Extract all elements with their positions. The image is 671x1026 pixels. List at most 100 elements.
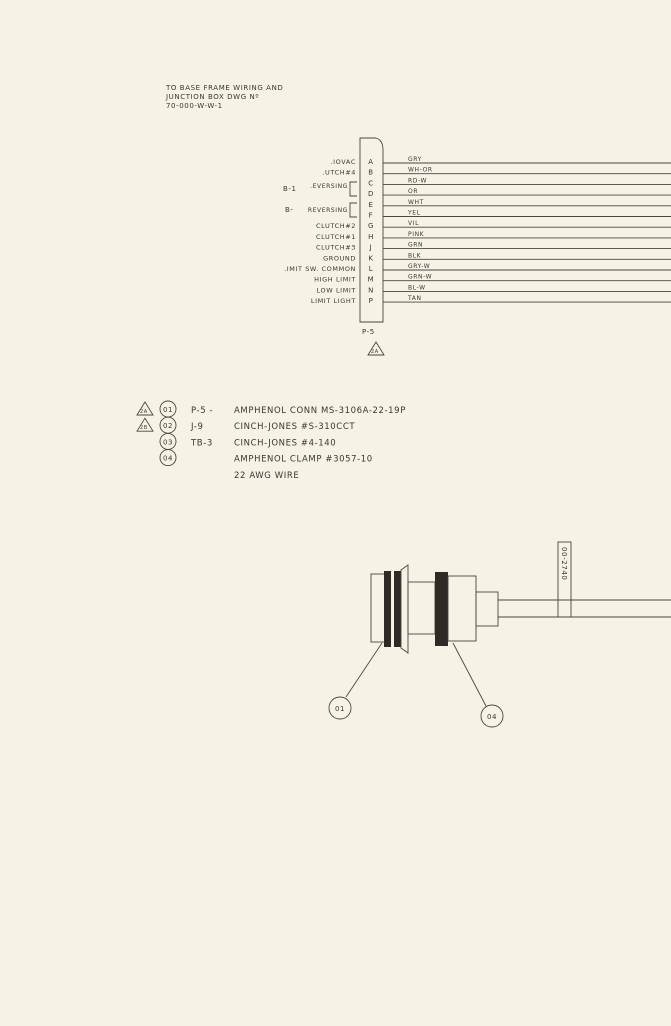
- pin-row: F YEL: [369, 210, 671, 220]
- pin-letter: H: [368, 233, 374, 241]
- pin-row: LOW LIMIT N BL-W: [317, 284, 671, 294]
- part-ref: P-5 -: [191, 406, 213, 416]
- wire-color: PINK: [408, 231, 425, 238]
- parts-list-row: 04 AMPHENOL CLAMP #3057-10: [159, 449, 373, 467]
- pin-row: .IOVAC A GRY: [331, 156, 671, 166]
- note-line: 70-000-W-W-1: [166, 102, 223, 110]
- item-number: 02: [163, 422, 173, 430]
- revision-triangle: [136, 401, 154, 416]
- pin-letter: M: [368, 276, 375, 284]
- connector-name: P-5: [362, 328, 375, 336]
- svg-text:04: 04: [487, 713, 497, 721]
- pin-function: LOW LIMIT: [317, 286, 356, 294]
- wire-color: YEL: [407, 210, 421, 217]
- wire-color: GRY: [408, 156, 422, 163]
- pin-letter: B: [368, 169, 373, 177]
- svg-text:2A: 2A: [371, 349, 379, 355]
- revision-triangle: [136, 417, 154, 432]
- part-description: 22 AWG WIRE: [234, 471, 299, 481]
- pin-row: E WHT: [368, 199, 671, 209]
- wire-color: OR: [408, 188, 418, 195]
- pin-function: .UTCH#4: [322, 169, 356, 177]
- pin-row: GROUND K BLK: [323, 252, 671, 262]
- wire-color: WH-OR: [408, 167, 433, 174]
- clamp-ring: [435, 572, 448, 646]
- group-label: REVERSING: [308, 207, 348, 214]
- item-number: 04: [163, 455, 173, 463]
- pin-row: HIGH LIMIT M GRN-W: [314, 274, 671, 284]
- reference-note: TO BASE FRAME WIRING AND JUNCTION BOX DW…: [165, 84, 283, 110]
- group-prefix: B-: [285, 206, 294, 214]
- pin-letter: E: [368, 201, 373, 209]
- pin-function: HIGH LIMIT: [314, 276, 356, 284]
- pin-letter: N: [368, 286, 374, 294]
- cable-tag-label: 00-2740: [560, 547, 568, 580]
- pin-letter: C: [368, 179, 374, 187]
- pin-table: .IOVAC A GRY .UTCH#4 B WH-OR C RD-W D OR E WHT F YEL C…: [284, 156, 671, 305]
- wire-color: BL-W: [408, 284, 426, 291]
- wire-color: TAN: [407, 295, 422, 302]
- group-bracket: B- REVERSING: [285, 202, 357, 218]
- wire-color: GRY-W: [408, 263, 430, 270]
- pin-letter: A: [368, 158, 373, 166]
- part-ref: J-9: [190, 422, 203, 432]
- part-description: AMPHENOL CLAMP #3057-10: [234, 455, 373, 465]
- pin-row: CLUTCH#2 G VIL: [316, 220, 671, 230]
- svg-text:2B: 2B: [140, 425, 148, 431]
- pin-row: .UTCH#4 B WH-OR: [322, 167, 671, 177]
- part-ref: TB-3: [190, 438, 213, 448]
- pin-letter: J: [369, 244, 373, 252]
- wire-color: WHT: [408, 199, 424, 206]
- pin-function: CLUTCH#2: [316, 222, 356, 230]
- note-line: TO BASE FRAME WIRING AND: [165, 84, 283, 92]
- wire-color: GRN-W: [408, 274, 432, 281]
- parts-list-row: 22 AWG WIRE: [234, 471, 299, 481]
- pin-row: LIMIT LIGHT P TAN: [311, 295, 671, 305]
- wire-color: BLK: [408, 252, 422, 259]
- pin-row: D OR: [368, 188, 671, 198]
- pin-row: .IMIT SW. COMMON L GRY-W: [284, 263, 671, 273]
- cable-tag: [557, 541, 572, 618]
- pin-function: .IMIT SW. COMMON: [284, 265, 356, 273]
- pin-function: CLUTCH#1: [316, 233, 356, 241]
- pin-letter: D: [368, 190, 374, 198]
- pin-row: CLUTCH#3 J GRN: [316, 242, 671, 252]
- wire-color: VIL: [408, 220, 419, 227]
- connector-plug: [370, 573, 387, 643]
- pin-function: LIMIT LIGHT: [311, 297, 356, 305]
- item-number: 01: [163, 406, 173, 414]
- part-description: CINCH-JONES #S-310CCT: [234, 422, 355, 432]
- pin-row: C RD-W: [368, 177, 671, 187]
- revision-triangle: 2A: [367, 341, 385, 356]
- svg-text:2A: 2A: [140, 409, 148, 415]
- knurled-ring: [394, 571, 401, 647]
- callout-bubble: [328, 696, 352, 720]
- pin-function: CLUTCH#3: [316, 244, 356, 252]
- group-bracket: B-1 .EVERSING: [283, 181, 357, 197]
- pin-letter: G: [368, 222, 374, 230]
- pin-letter: F: [369, 212, 374, 220]
- item-bubble: [159, 449, 177, 467]
- note-line: JUNCTION BOX DWG Nº: [165, 93, 259, 101]
- wire-color: RD-W: [408, 177, 427, 184]
- knurled-ring: [384, 571, 391, 647]
- parts-list-row: 2B 02 J-9 CINCH-JONES #S-310CCT: [136, 416, 355, 434]
- pin-letter: P: [369, 297, 374, 305]
- pin-function: GROUND: [323, 254, 356, 262]
- group-prefix: B-1: [283, 185, 297, 193]
- group-label: .EVERSING: [310, 183, 348, 190]
- wire-color: GRN: [408, 242, 423, 249]
- pin-letter: L: [369, 265, 374, 273]
- pin-letter: K: [368, 254, 373, 262]
- svg-text:01: 01: [335, 705, 345, 713]
- pin-row: CLUTCH#1 H PINK: [316, 231, 671, 241]
- item-number: 03: [163, 438, 173, 446]
- part-description: CINCH-JONES #4-140: [234, 438, 336, 448]
- parts-list-row: 03 TB-3 CINCH-JONES #4-140: [159, 432, 336, 450]
- connector-body: [359, 137, 384, 323]
- connector-assembly: 00-2740 01 04: [328, 541, 671, 728]
- pin-function: .IOVAC: [331, 158, 357, 166]
